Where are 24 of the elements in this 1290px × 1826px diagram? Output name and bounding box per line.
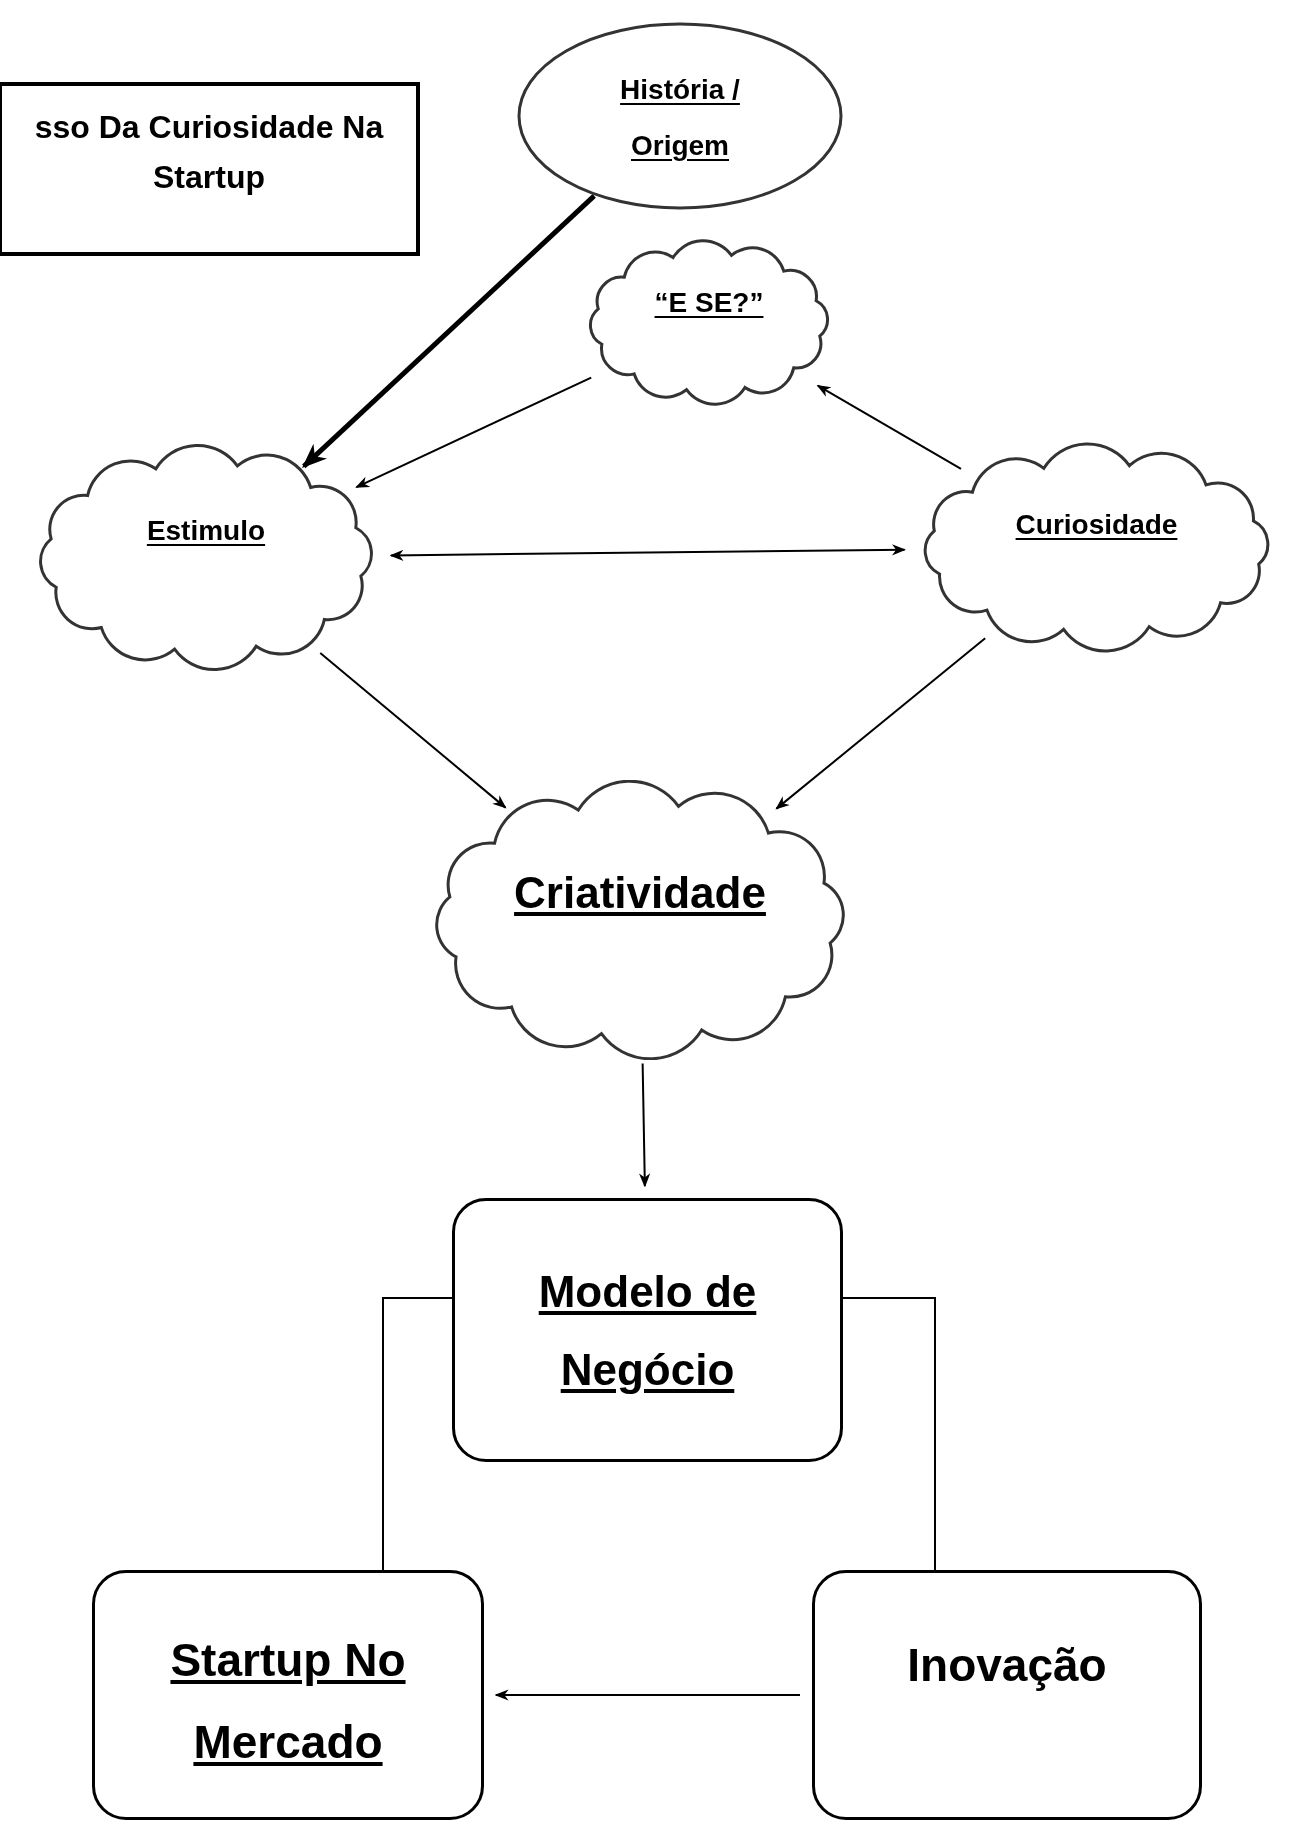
- title-box: [0, 82, 420, 256]
- node-label: Criatividade: [514, 867, 766, 919]
- process-box: [92, 1570, 484, 1820]
- node-label: “E SE?”: [654, 286, 764, 320]
- arrow: [319, 651, 507, 809]
- arrow: [301, 194, 596, 469]
- node-label: Modelo de Negócio: [537, 1266, 758, 1396]
- connector-line: [382, 1297, 453, 1571]
- ellipse-node: [517, 22, 843, 210]
- arrow: [775, 637, 987, 810]
- node-label: Estimulo: [146, 514, 266, 548]
- process-box: [812, 1570, 1202, 1820]
- node-label: Startup No Mercado: [169, 1633, 407, 1770]
- node-label: Curiosidade: [1015, 508, 1178, 542]
- node-label: História / Origem: [619, 73, 741, 163]
- node-label: sso Da Curiosidade Na Startup: [33, 108, 385, 197]
- arrow: [816, 384, 962, 470]
- arrow: [639, 1062, 651, 1188]
- arrow: [355, 376, 593, 489]
- arrow: [494, 1689, 801, 1701]
- connector-line: [842, 1297, 936, 1571]
- node-label: Inovação: [907, 1638, 1107, 1693]
- arrow: [389, 544, 906, 561]
- process-box: [452, 1198, 843, 1462]
